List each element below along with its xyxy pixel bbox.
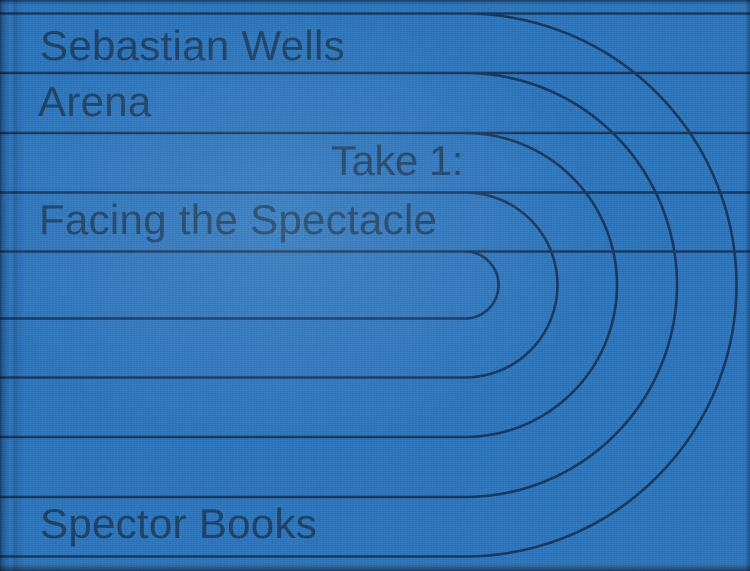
- grain-texture-overlay: [0, 0, 750, 571]
- book-cover: Sebastian Wells Arena Take 1: Facing the…: [0, 0, 750, 571]
